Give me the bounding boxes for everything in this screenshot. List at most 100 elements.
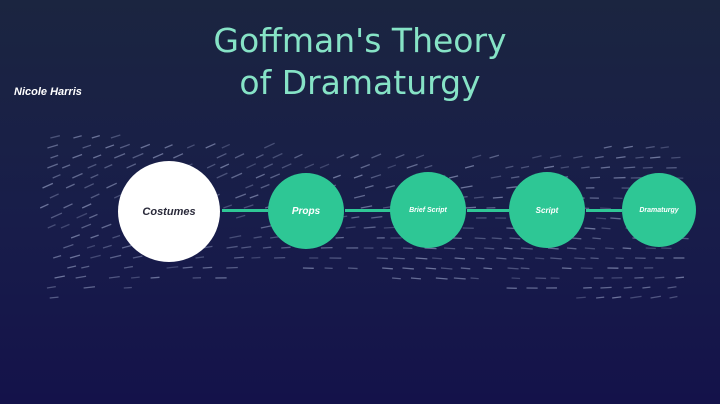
decorative-dash — [360, 163, 371, 169]
decorative-dash — [52, 174, 61, 179]
decorative-dash — [81, 223, 92, 229]
decorative-dash — [253, 236, 262, 239]
decorative-dash — [263, 163, 274, 169]
node-label: Dramaturgy — [639, 206, 679, 214]
decorative-dash — [350, 153, 359, 159]
decorative-dash — [448, 175, 459, 179]
node-script[interactable]: Script — [509, 172, 585, 248]
decorative-dash — [635, 156, 644, 159]
decorative-dash — [364, 184, 374, 189]
decorative-dash — [272, 152, 283, 159]
decorative-dash — [70, 234, 80, 239]
decorative-dash — [453, 277, 466, 280]
decorative-dash — [576, 296, 586, 299]
decorative-dash — [464, 206, 476, 209]
decorative-dash — [424, 164, 433, 169]
decorative-dash — [596, 217, 607, 220]
decorative-dash — [483, 267, 493, 270]
decorative-dash — [474, 237, 486, 240]
decorative-dash — [410, 277, 421, 280]
decorative-dash — [205, 143, 216, 149]
decorative-dash — [164, 144, 173, 149]
decorative-dash — [382, 267, 393, 270]
decorative-dash — [460, 267, 471, 270]
decorative-dash — [105, 144, 115, 149]
decorative-dash — [186, 144, 195, 149]
decorative-dash — [182, 266, 193, 269]
decorative-dash — [112, 234, 121, 239]
node-costumes[interactable]: Costumes — [118, 161, 220, 262]
decorative-dash — [571, 237, 582, 240]
decorative-dash — [600, 286, 612, 289]
decorative-dash — [245, 184, 254, 189]
decorative-dash — [206, 163, 216, 169]
decorative-dash — [415, 154, 425, 159]
decorative-dash — [335, 236, 344, 239]
decorative-dash — [81, 265, 90, 269]
decorative-dash — [432, 257, 442, 260]
node-label: Costumes — [142, 205, 196, 218]
decorative-dash — [464, 164, 475, 169]
decorative-dash — [336, 154, 345, 159]
decorative-dash — [484, 247, 495, 250]
decorative-dash — [86, 244, 96, 249]
decorative-dash — [574, 257, 586, 260]
node-label: Props — [291, 205, 321, 217]
decorative-dash — [47, 144, 59, 149]
decorative-dash — [535, 257, 545, 260]
decorative-dash — [360, 205, 373, 209]
decorative-dash — [49, 296, 59, 299]
decorative-dash — [281, 163, 292, 169]
decorative-dash — [353, 194, 366, 199]
decorative-dash — [669, 295, 678, 299]
decorative-dash — [234, 153, 245, 159]
decorative-dash — [496, 257, 507, 260]
decorative-dash — [370, 174, 382, 179]
decorative-dash — [106, 182, 118, 189]
decorative-dash — [150, 276, 160, 279]
decorative-dash — [616, 156, 626, 159]
decorative-dash — [76, 212, 88, 219]
connector-line — [586, 209, 622, 212]
decorative-dash — [50, 154, 59, 159]
decorative-dash — [262, 246, 272, 249]
decorative-dash — [605, 247, 614, 250]
node-props[interactable]: Props — [268, 173, 344, 249]
decorative-dash — [140, 143, 151, 149]
decorative-dash — [221, 143, 231, 149]
decorative-dash — [65, 183, 75, 189]
decorative-dash — [353, 174, 363, 179]
decorative-dash — [110, 134, 121, 139]
decorative-dash — [424, 247, 437, 250]
decorative-dash — [123, 265, 133, 269]
decorative-dash — [345, 226, 356, 229]
decorative-dash — [231, 172, 243, 179]
decorative-dash — [610, 217, 621, 220]
decorative-dash — [88, 213, 98, 219]
decorative-dash — [81, 203, 92, 209]
decorative-dash — [592, 237, 601, 240]
decorative-dash — [547, 247, 559, 250]
decorative-dash — [249, 194, 259, 199]
node-label: Script — [535, 205, 559, 215]
decorative-dash — [72, 153, 83, 159]
decorative-dash — [54, 275, 65, 279]
node-brief-script[interactable]: Brief Script — [390, 172, 466, 248]
decorative-dash — [510, 176, 520, 179]
node-dramaturgy[interactable]: Dramaturgy — [622, 173, 696, 247]
decorative-dash — [650, 295, 661, 299]
decorative-dash — [114, 153, 126, 159]
decorative-dash — [109, 254, 122, 259]
decorative-dash — [46, 286, 56, 289]
decorative-dash — [440, 267, 453, 270]
decorative-dash — [550, 257, 562, 260]
decorative-dash — [594, 155, 604, 159]
decorative-dash — [520, 247, 533, 250]
decorative-dash — [507, 267, 519, 270]
decorative-dash — [229, 235, 242, 239]
decorative-dash — [622, 247, 632, 250]
decorative-dash — [623, 145, 633, 149]
decorative-dash — [623, 166, 636, 169]
decorative-dash — [39, 203, 49, 209]
decorative-dash — [63, 243, 74, 249]
